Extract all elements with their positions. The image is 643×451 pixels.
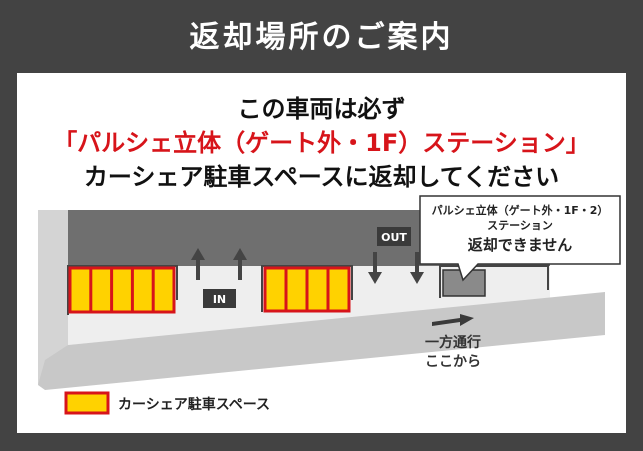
arrow-down-icon (368, 252, 424, 284)
notice-line-3: カーシェア駐車スペースに返却してください (83, 163, 560, 191)
notice-station-name: 「パルシェ立体（ゲート外・1F）ステーション」 (53, 129, 590, 157)
arrow-right-icon (432, 314, 474, 326)
left-strip (38, 210, 68, 385)
in-label: IN (213, 293, 226, 306)
oneway-label: 一方通行 (425, 334, 481, 351)
callout-warning: 返却できません (468, 236, 573, 254)
oneway-start-label: ここから (425, 354, 481, 370)
arrow-up-icon (191, 248, 247, 280)
notice-line-1: この車両は必ず (237, 95, 406, 123)
out-label: OUT (381, 231, 407, 244)
carshare-spaces-center (263, 266, 351, 313)
callout: パルシェ立体（ゲート外・1F・2） ステーション 返却できません (419, 195, 621, 282)
callout-station-label: ステーション (487, 219, 553, 232)
page-title: 返却場所のご案内 (189, 20, 454, 55)
callout-station-name: パルシェ立体（ゲート外・1F・2） (432, 203, 609, 217)
carshare-spaces-left (68, 266, 176, 314)
legend-label: カーシェア駐車スペース (118, 396, 270, 413)
legend-swatch (64, 391, 110, 415)
